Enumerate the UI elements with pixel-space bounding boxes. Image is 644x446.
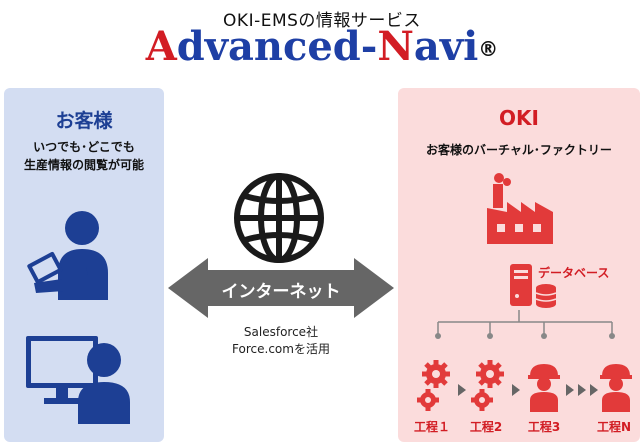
gear-icon (417, 360, 450, 411)
brand-part-avi: avi (413, 23, 479, 70)
registered-mark: ® (478, 37, 499, 61)
chevron-right-icon (578, 384, 586, 396)
process-label-1: 工程１ (413, 420, 450, 434)
globe-icon (234, 173, 324, 263)
process-label-2: 工程2 (469, 420, 503, 434)
oki-title: OKI (499, 106, 539, 130)
header-subtitle: OKI-EMSの情報サービス (223, 11, 421, 31)
database-label: データベース (538, 266, 610, 280)
customer-line1: いつでも･どこでも (33, 140, 135, 154)
monitor-user-icon (26, 336, 130, 424)
customer-title: お客様 (55, 110, 113, 132)
chevron-right-icon (458, 384, 466, 396)
internet-double-arrow (168, 258, 394, 318)
chevron-right-icon (512, 384, 520, 396)
factory-icon (487, 173, 553, 244)
process-label-3: 工程3 (527, 420, 561, 434)
internet-label: インターネット (221, 282, 341, 302)
worker-icon (600, 364, 632, 412)
chevron-right-icon (566, 384, 574, 396)
chevron-right-icon (590, 384, 598, 396)
forcecom-caption: Force.comを活用 (232, 342, 330, 356)
database-server-icon (510, 264, 557, 308)
brand-part-dvanced: dvanced (176, 23, 361, 70)
brand-dash: - (360, 23, 378, 70)
brand-logo: Advanced-Navi® (0, 24, 644, 70)
brand-initial-a: A (145, 23, 177, 70)
brand-initial-n: N (377, 23, 414, 70)
process-label-n: 工程N (596, 420, 632, 434)
salesforce-caption: Salesforce社 (243, 325, 319, 339)
oki-subtitle: お客様のバーチャル･ファクトリー (426, 143, 612, 157)
customer-line2: 生産情報の閲覧が可能 (23, 158, 144, 172)
gear-icon (471, 360, 504, 411)
process-icons (417, 360, 632, 412)
network-lines (435, 310, 615, 339)
worker-icon (528, 364, 560, 412)
user-tablet-icon (27, 211, 108, 300)
